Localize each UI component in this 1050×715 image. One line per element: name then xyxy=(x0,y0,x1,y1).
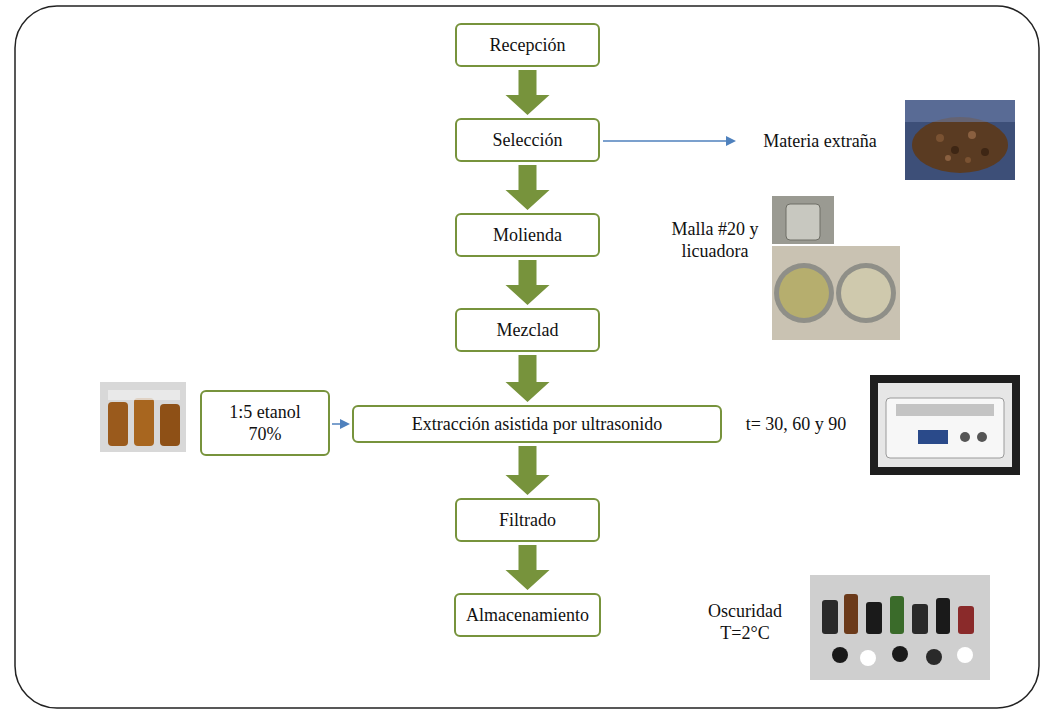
solvent-photo xyxy=(100,382,186,452)
annotation-label: Malla #20 y licuadora xyxy=(662,218,768,262)
arrow-head xyxy=(340,419,350,429)
box-text: Selección xyxy=(493,129,563,151)
ultrasonic-bath-photo xyxy=(870,375,1020,475)
flow-arrow xyxy=(506,165,550,210)
process-box: Mezclad xyxy=(455,308,600,352)
box-text: Molienda xyxy=(493,224,562,246)
flow-arrow xyxy=(506,446,550,495)
flow-arrow xyxy=(506,260,550,305)
box-text: Almacenamiento xyxy=(466,604,589,626)
leader-arrow xyxy=(603,136,736,146)
process-box: Filtrado xyxy=(455,498,600,542)
storage-photo xyxy=(810,575,990,680)
seeds-photo xyxy=(905,100,1015,180)
box-text: Recepción xyxy=(490,34,566,56)
flow-arrow xyxy=(506,70,550,115)
process-box: Selección xyxy=(455,118,600,162)
flow-arrow xyxy=(506,545,550,590)
process-box: Recepción xyxy=(455,23,600,67)
annotation-label: t= 30, 60 y 90 xyxy=(728,413,864,435)
process-box: 1:5 etanol 70% xyxy=(200,390,330,456)
box-text: Mezclad xyxy=(497,319,559,341)
box-text: Extracción asistida por ultrasonido xyxy=(412,413,662,435)
flow-arrow xyxy=(332,419,350,429)
process-box: Almacenamiento xyxy=(454,593,601,637)
box-text: 1:5 etanol 70% xyxy=(219,401,311,445)
box-text: Filtrado xyxy=(499,509,556,531)
outer-frame xyxy=(15,6,1039,708)
grinding-photo xyxy=(772,196,900,340)
annotation-label: Oscuridad T=2°C xyxy=(690,600,800,644)
annotation-label: Materia extraña xyxy=(740,130,900,152)
process-box: Extracción asistida por ultrasonido xyxy=(352,405,722,443)
flow-arrow xyxy=(506,355,550,402)
process-box: Molienda xyxy=(455,213,600,257)
